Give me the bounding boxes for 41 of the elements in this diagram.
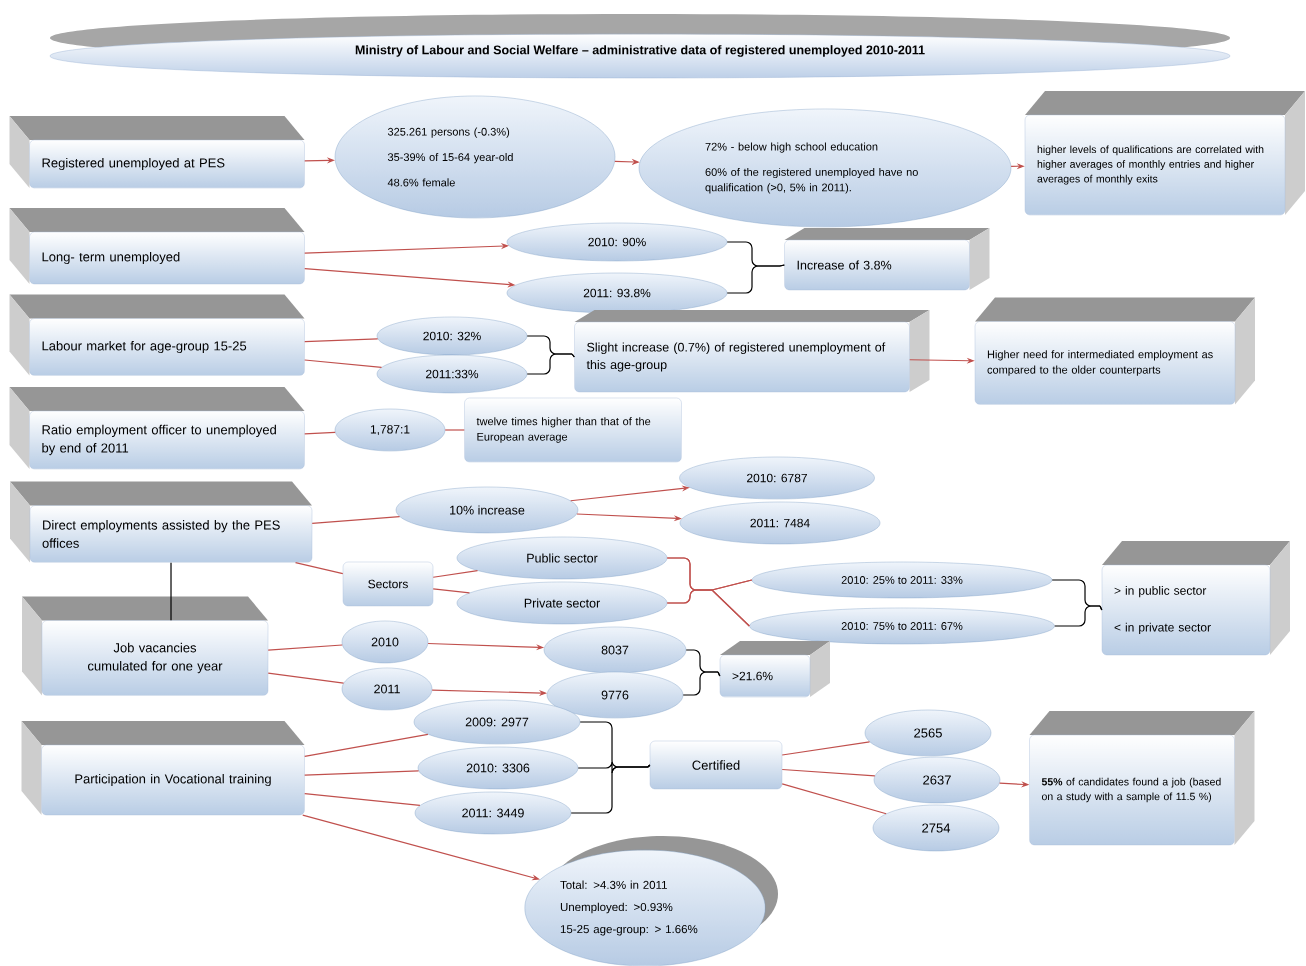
info-box: Participation in Vocational training [21, 721, 305, 816]
connector-line [304, 792, 421, 807]
info-box: Increase of 3.8% [784, 228, 990, 291]
connector-line [267, 644, 343, 651]
connector-line [294, 562, 344, 575]
info-box: Long- term unemployed [9, 208, 305, 285]
connector-line [304, 338, 379, 343]
connector-line [444, 429, 465, 431]
connector-line [311, 516, 401, 524]
connector-line [267, 672, 345, 684]
title-banner: Ministry of Labour and Social Welfare – administrative data of registered unemployed 2010-2011 [49, 14, 1231, 79]
brace-connector [570, 764, 651, 814]
connector-line [781, 741, 871, 756]
info-box: 55% of candidates found a job (based on a study with a sample of 11.5 %) [1029, 711, 1255, 846]
info-box: Higher need for intermediated employment as compared to the older counterparts [974, 297, 1255, 405]
connector-line [781, 768, 876, 777]
connector-line [432, 588, 471, 594]
connector-line [432, 570, 479, 578]
connector-line [304, 770, 420, 776]
brace-connector [666, 589, 750, 627]
info-box: Registered unemployed at PES [9, 116, 305, 189]
brace-connector [682, 671, 721, 696]
brace-connector [1054, 605, 1103, 627]
info-box: twelve times higher than that of the European average [464, 397, 682, 463]
connector-line [170, 562, 172, 621]
info-box: Job vacancies cumulated for one year [22, 596, 269, 696]
info-box: Certified [649, 740, 783, 790]
brace-connector [726, 264, 785, 294]
info-box: Direct employments assisted by the PES offices [10, 481, 313, 563]
info-box: Sectors [342, 561, 434, 607]
connector-line [304, 733, 429, 758]
connector-line [304, 359, 383, 368]
info-box: Ratio employment officer to unemployed by end of 2011 [9, 387, 305, 470]
info-box: >21.6% [719, 641, 830, 698]
info-box: Labour market for age-group 15-25 [9, 294, 305, 376]
connector-line [781, 783, 887, 815]
brace-connector [526, 353, 575, 375]
info-box: higher levels of qualifications are correlated with higher averages of monthly entries and higher averages of monthly exits [1024, 91, 1305, 216]
info-box: Slight increase (0.7%) of registered unemployment of this age-group [574, 310, 930, 393]
connector-line [304, 431, 336, 435]
info-box: > in public sector < in private sector [1101, 541, 1290, 656]
